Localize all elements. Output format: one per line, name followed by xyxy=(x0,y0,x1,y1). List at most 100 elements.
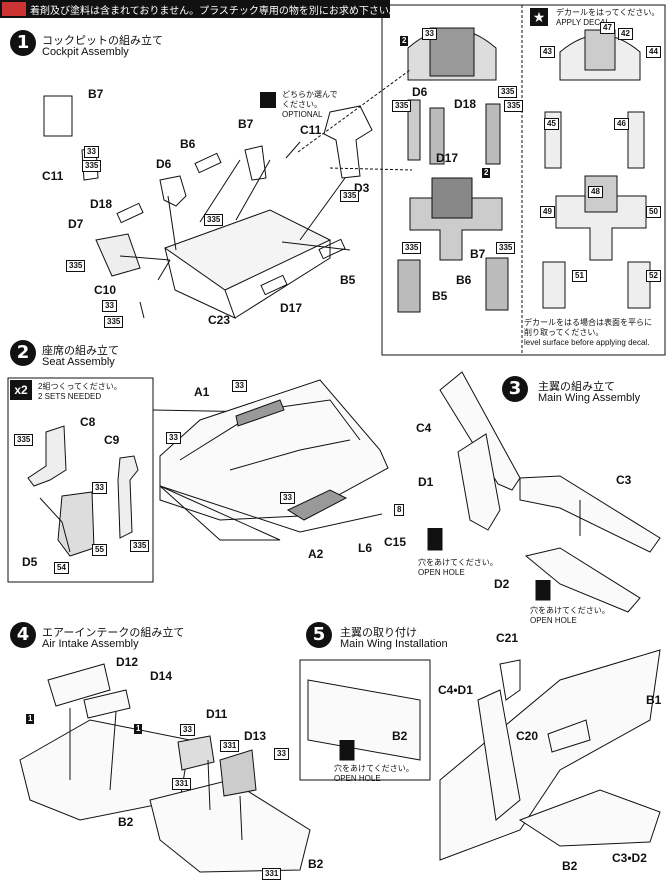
decal-star-icon: ★ xyxy=(530,8,548,26)
decal-level-jp-1: デカールをはる場合は表面を平らに xyxy=(524,318,652,327)
paint-335-e: 335 xyxy=(204,214,224,226)
paint-33: 33 xyxy=(422,28,437,40)
part-b2-s5b: B2 xyxy=(562,859,578,873)
part-a2: A2 xyxy=(308,547,324,561)
part-d11: D11 xyxy=(206,707,228,721)
x2-jp: 2組つくってください。 xyxy=(38,382,122,391)
decal-46: 46 xyxy=(614,118,629,130)
panel-d6: D6 xyxy=(412,85,428,99)
step-1-number: 1 xyxy=(10,30,36,56)
paint-335-s2b: 335 xyxy=(130,540,150,552)
part-d6: D6 xyxy=(156,157,172,171)
step-4-number: 4 xyxy=(10,622,36,648)
marker-2-b: 2 xyxy=(482,168,491,178)
panel-d18: D18 xyxy=(454,97,477,111)
open-hole-jp-a: 穴をあけてください。 xyxy=(418,558,498,567)
part-d1: D1 xyxy=(418,475,434,489)
step-3-title-en: Main Wing Assembly xyxy=(538,392,641,404)
part-b7-b: B7 xyxy=(238,117,254,131)
open-hole-en-b: OPEN HOLE xyxy=(530,616,577,625)
part-d13: D13 xyxy=(244,729,267,743)
paint-33-s2c: 33 xyxy=(166,432,181,444)
step-2-title-en: Seat Assembly xyxy=(42,356,115,368)
warning-text: 着剤及び塗料は含まれておりません。プラスチック専用の物を別にお求め下さい。 xyxy=(30,6,399,17)
paint-335-s2a: 335 xyxy=(14,434,34,446)
step-5-title-en: Main Wing Installation xyxy=(340,638,448,650)
paint-33-s2d: 33 xyxy=(280,492,295,504)
decal-50: 50 xyxy=(646,206,661,218)
marker-1-b: 1 xyxy=(134,724,143,734)
step-3-number: 3 xyxy=(502,376,528,402)
part-b2-s5a: B2 xyxy=(392,729,408,743)
part-c9: C9 xyxy=(104,433,120,447)
part-c3: C3 xyxy=(616,473,632,487)
x2-en: 2 SETS NEEDED xyxy=(38,392,102,401)
open-hole-jp-b: 穴をあけてください。 xyxy=(530,606,610,615)
decal-panel-frame xyxy=(381,4,666,356)
part-c3-d2: C3•D2 xyxy=(612,851,647,865)
optional-en: OPTIONAL xyxy=(282,110,323,119)
part-c20: C20 xyxy=(516,729,539,743)
part-b7-a: B7 xyxy=(88,87,104,101)
decal-42: 42 xyxy=(618,28,633,40)
paint-33-s4b: 33 xyxy=(274,748,289,760)
part-d14: D14 xyxy=(150,669,173,683)
decal-47: 47 xyxy=(600,22,615,34)
part-a1: A1 xyxy=(194,385,210,399)
part-d7: D7 xyxy=(68,217,84,231)
paint-335-j: 335 xyxy=(496,242,516,254)
paint-335-g: 335 xyxy=(104,316,124,328)
part-d18: D18 xyxy=(90,197,113,211)
part-c11-a: C11 xyxy=(42,169,64,183)
warning-bar-bg xyxy=(0,0,390,18)
decal-apply-en: APPLY DECAL xyxy=(556,18,610,27)
part-c10: C10 xyxy=(94,283,117,297)
part-b2-s4a: B2 xyxy=(118,815,134,829)
step-5-number: 5 xyxy=(306,622,332,648)
warning-bar: 着剤及び塗料は含まれておりません。プラスチック専用の物を別にお求め下さい。 xyxy=(0,0,670,18)
step-2-title-jp: 座席の組み立て xyxy=(42,345,119,357)
paint-335-d: 335 xyxy=(82,160,102,172)
paint-331-a: 331 xyxy=(220,740,240,752)
paint-8: 8 xyxy=(394,504,405,516)
decal-level-jp-2: 削り取ってください。 xyxy=(524,328,604,337)
panel-b5: B5 xyxy=(432,289,448,303)
open-hole-en-c: OPEN HOLE xyxy=(334,774,381,783)
decal-48: 48 xyxy=(588,186,603,198)
paint-33-s2a: 33 xyxy=(92,482,107,494)
paint-33-s4a: 33 xyxy=(180,724,195,736)
paint-54: 54 xyxy=(54,562,69,574)
part-d2: D2 xyxy=(494,577,510,591)
part-d12: D12 xyxy=(116,655,139,669)
paint-335-h: 335 xyxy=(340,190,360,202)
optional-icon xyxy=(260,92,276,108)
step-2-number: 2 xyxy=(10,340,36,366)
paint-33-s2b: 33 xyxy=(232,380,247,392)
part-c4-d1: C4•D1 xyxy=(438,683,473,697)
paint-33-a: 33 xyxy=(84,146,99,158)
paint-331-b: 331 xyxy=(172,778,192,790)
part-c8: C8 xyxy=(80,415,96,429)
part-c21: C21 xyxy=(496,631,519,645)
step-4-title-jp: エアーインテークの組み立て xyxy=(42,627,185,639)
part-b1: B1 xyxy=(646,693,662,707)
optional-jp-1: どちらか選んで xyxy=(282,90,338,99)
part-c15: C15 xyxy=(384,535,407,549)
part-c11-b: C11 xyxy=(300,123,322,137)
step-1-title-en: Cockpit Assembly xyxy=(42,46,129,58)
decal-45: 45 xyxy=(544,118,559,130)
paint-335-b: 335 xyxy=(504,100,524,112)
panel-b6: B6 xyxy=(456,273,472,287)
step-3-title-jp: 主翼の組み立て xyxy=(538,381,615,393)
paint-331-c: 331 xyxy=(262,868,282,880)
decal-51: 51 xyxy=(572,270,587,282)
paint-33-b: 33 xyxy=(102,300,117,312)
x2-mark: x2 xyxy=(10,380,32,400)
paint-335-c: 335 xyxy=(498,86,518,98)
marker-1-a: 1 xyxy=(26,714,35,724)
paint-55: 55 xyxy=(92,544,107,556)
part-b2-s4b: B2 xyxy=(308,857,324,871)
part-b6: B6 xyxy=(180,137,196,151)
part-b5: B5 xyxy=(340,273,356,287)
